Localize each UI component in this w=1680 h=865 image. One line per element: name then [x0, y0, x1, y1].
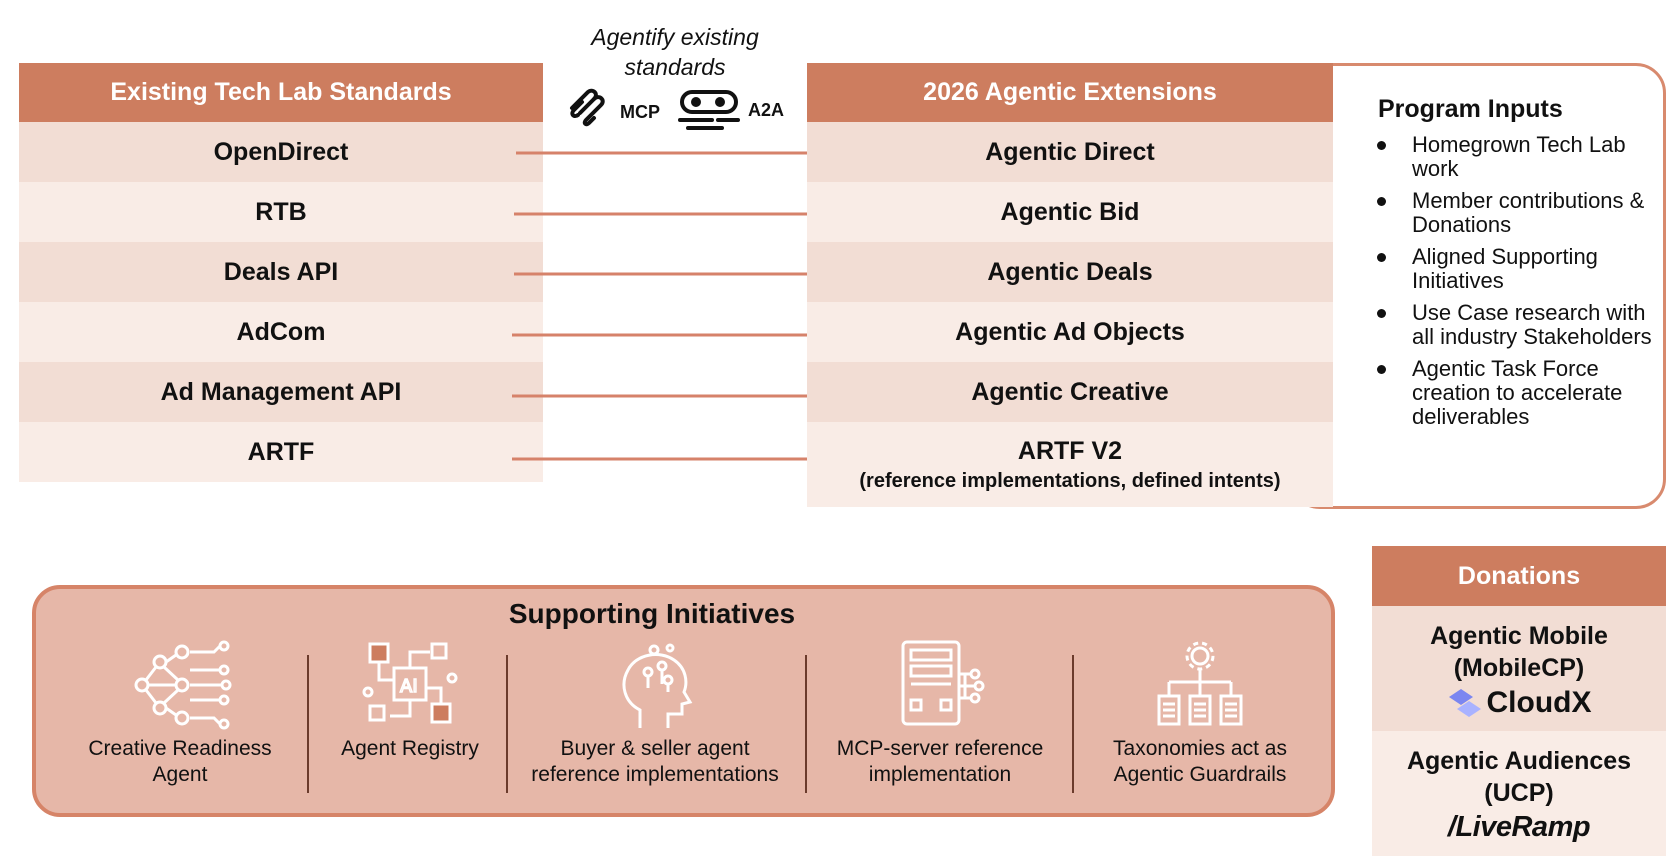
neural-network-icon: [134, 640, 232, 730]
program-input-item: Aligned Supporting Initiatives: [1376, 245, 1666, 293]
bullet-icon: [1377, 253, 1386, 262]
liveramp-logo: /LiveRamp: [1447, 811, 1591, 843]
initiative-creative-readiness: Creative Readiness Agent: [80, 640, 280, 788]
initiative-label-line1: Buyer & seller agent: [560, 737, 750, 760]
bullet-icon: [1377, 365, 1386, 374]
supporting-initiatives-title: Supporting Initiatives: [508, 598, 796, 629]
program-input-item: Agentic Task Force creation to accelerat…: [1376, 357, 1666, 429]
initiative-mcp-server: MCP-server reference implementation: [825, 640, 1055, 788]
initiative-label-line2: reference implementations: [531, 763, 779, 786]
cloudx-logo: CloudX: [1447, 686, 1592, 720]
program-inputs-list: Homegrown Tech Lab work Member contribut…: [1376, 133, 1666, 437]
initiative-label-line1: Taxonomies act as: [1113, 737, 1287, 760]
supporting-initiatives-box: [32, 585, 1335, 817]
agentify-label: Agentify existing standards: [560, 22, 790, 82]
artf-v2-subtitle: (reference implementations, defined inte…: [859, 469, 1281, 492]
cloudx-logo-icon: [1448, 689, 1481, 717]
agentic-extensions-table: 2026 Agentic Extensions Agentic Direct A…: [807, 63, 1333, 507]
bullet-icon: [1377, 197, 1386, 206]
extension-row-agentic-creative: Agentic Creative: [807, 362, 1333, 422]
initiative-divider: [1072, 655, 1074, 793]
agentify-line1: Agentify existing: [591, 24, 759, 50]
svg-text:AI: AI: [400, 676, 418, 697]
artf-v2-title: ARTF V2: [1017, 436, 1123, 465]
initiative-label-line1: Creative Readiness: [88, 737, 272, 760]
program-inputs-title: Program Inputs: [1378, 95, 1563, 123]
head-brain-icon: [622, 643, 693, 728]
initiative-divider: [307, 655, 309, 793]
a2a-logo-icon: [678, 90, 740, 130]
a2a-protocol: A2A: [676, 88, 784, 132]
bullet-icon: [1377, 309, 1386, 318]
donation-title: Agentic Mobile: [1430, 622, 1608, 650]
extension-row-agentic-ad-objects: Agentic Ad Objects: [807, 302, 1333, 362]
standard-row-artf: ARTF: [19, 422, 543, 482]
a2a-label: A2A: [748, 99, 785, 120]
cloudx-brand-text: CloudX: [1486, 686, 1592, 719]
initiative-label-line2: implementation: [868, 763, 1012, 786]
extension-row-agentic-bid: Agentic Bid: [807, 182, 1333, 242]
server-icon: [901, 640, 985, 726]
donation-subtitle: (MobileCP): [1453, 654, 1585, 682]
initiative-label-line2: Agentic Guardrails: [1113, 763, 1287, 786]
initiative-divider: [506, 655, 508, 793]
donation-title: Agentic Audiences: [1406, 747, 1632, 775]
standard-row-opendirect: OpenDirect: [19, 122, 543, 182]
mcp-label: MCP: [620, 101, 660, 122]
standard-row-ad-management-api: Ad Management API: [19, 362, 543, 422]
mcp-protocol: MCP: [566, 88, 660, 136]
program-input-item: Member contributions & Donations: [1376, 189, 1666, 237]
program-input-item: Use Case research with all industry Stak…: [1376, 301, 1666, 349]
donation-agentic-audiences: Agentic Audiences (UCP) /LiveRamp: [1372, 731, 1666, 856]
initiative-agent-registry: AI Agent Registry: [330, 640, 490, 762]
program-input-item: Homegrown Tech Lab work: [1376, 133, 1666, 181]
donation-subtitle: (UCP): [1484, 779, 1554, 807]
existing-standards-header: Existing Tech Lab Standards: [19, 63, 543, 122]
ai-chip-icon: AI: [362, 642, 458, 724]
standard-row-adcom: AdCom: [19, 302, 543, 362]
standard-row-rtb: RTB: [19, 182, 543, 242]
initiative-taxonomies: Taxonomies act as Agentic Guardrails: [1090, 640, 1310, 788]
extension-row-agentic-direct: Agentic Direct: [807, 122, 1333, 182]
existing-standards-table: Existing Tech Lab Standards OpenDirect R…: [19, 63, 543, 482]
initiative-label-line1: Agent Registry: [341, 737, 479, 760]
extension-row-artf-v2: ARTF V2 (reference implementations, defi…: [807, 422, 1333, 507]
agentic-extensions-header: 2026 Agentic Extensions: [807, 63, 1333, 122]
taxonomy-gear-icon: [1157, 641, 1243, 726]
bullet-icon: [1377, 141, 1386, 150]
donation-agentic-mobile: Agentic Mobile (MobileCP) CloudX: [1372, 606, 1666, 731]
extension-row-agentic-deals: Agentic Deals: [807, 242, 1333, 302]
donations-header: Donations: [1372, 546, 1666, 606]
initiative-divider: [805, 655, 807, 793]
initiative-label-line1: MCP-server reference: [836, 737, 1044, 760]
mcp-logo-icon: [570, 88, 605, 127]
initiative-label-line2: Agent: [152, 763, 208, 786]
standard-row-deals-api: Deals API: [19, 242, 543, 302]
agentify-line2: standards: [624, 54, 726, 80]
initiative-buyer-seller: Buyer & seller agent reference implement…: [520, 640, 790, 788]
